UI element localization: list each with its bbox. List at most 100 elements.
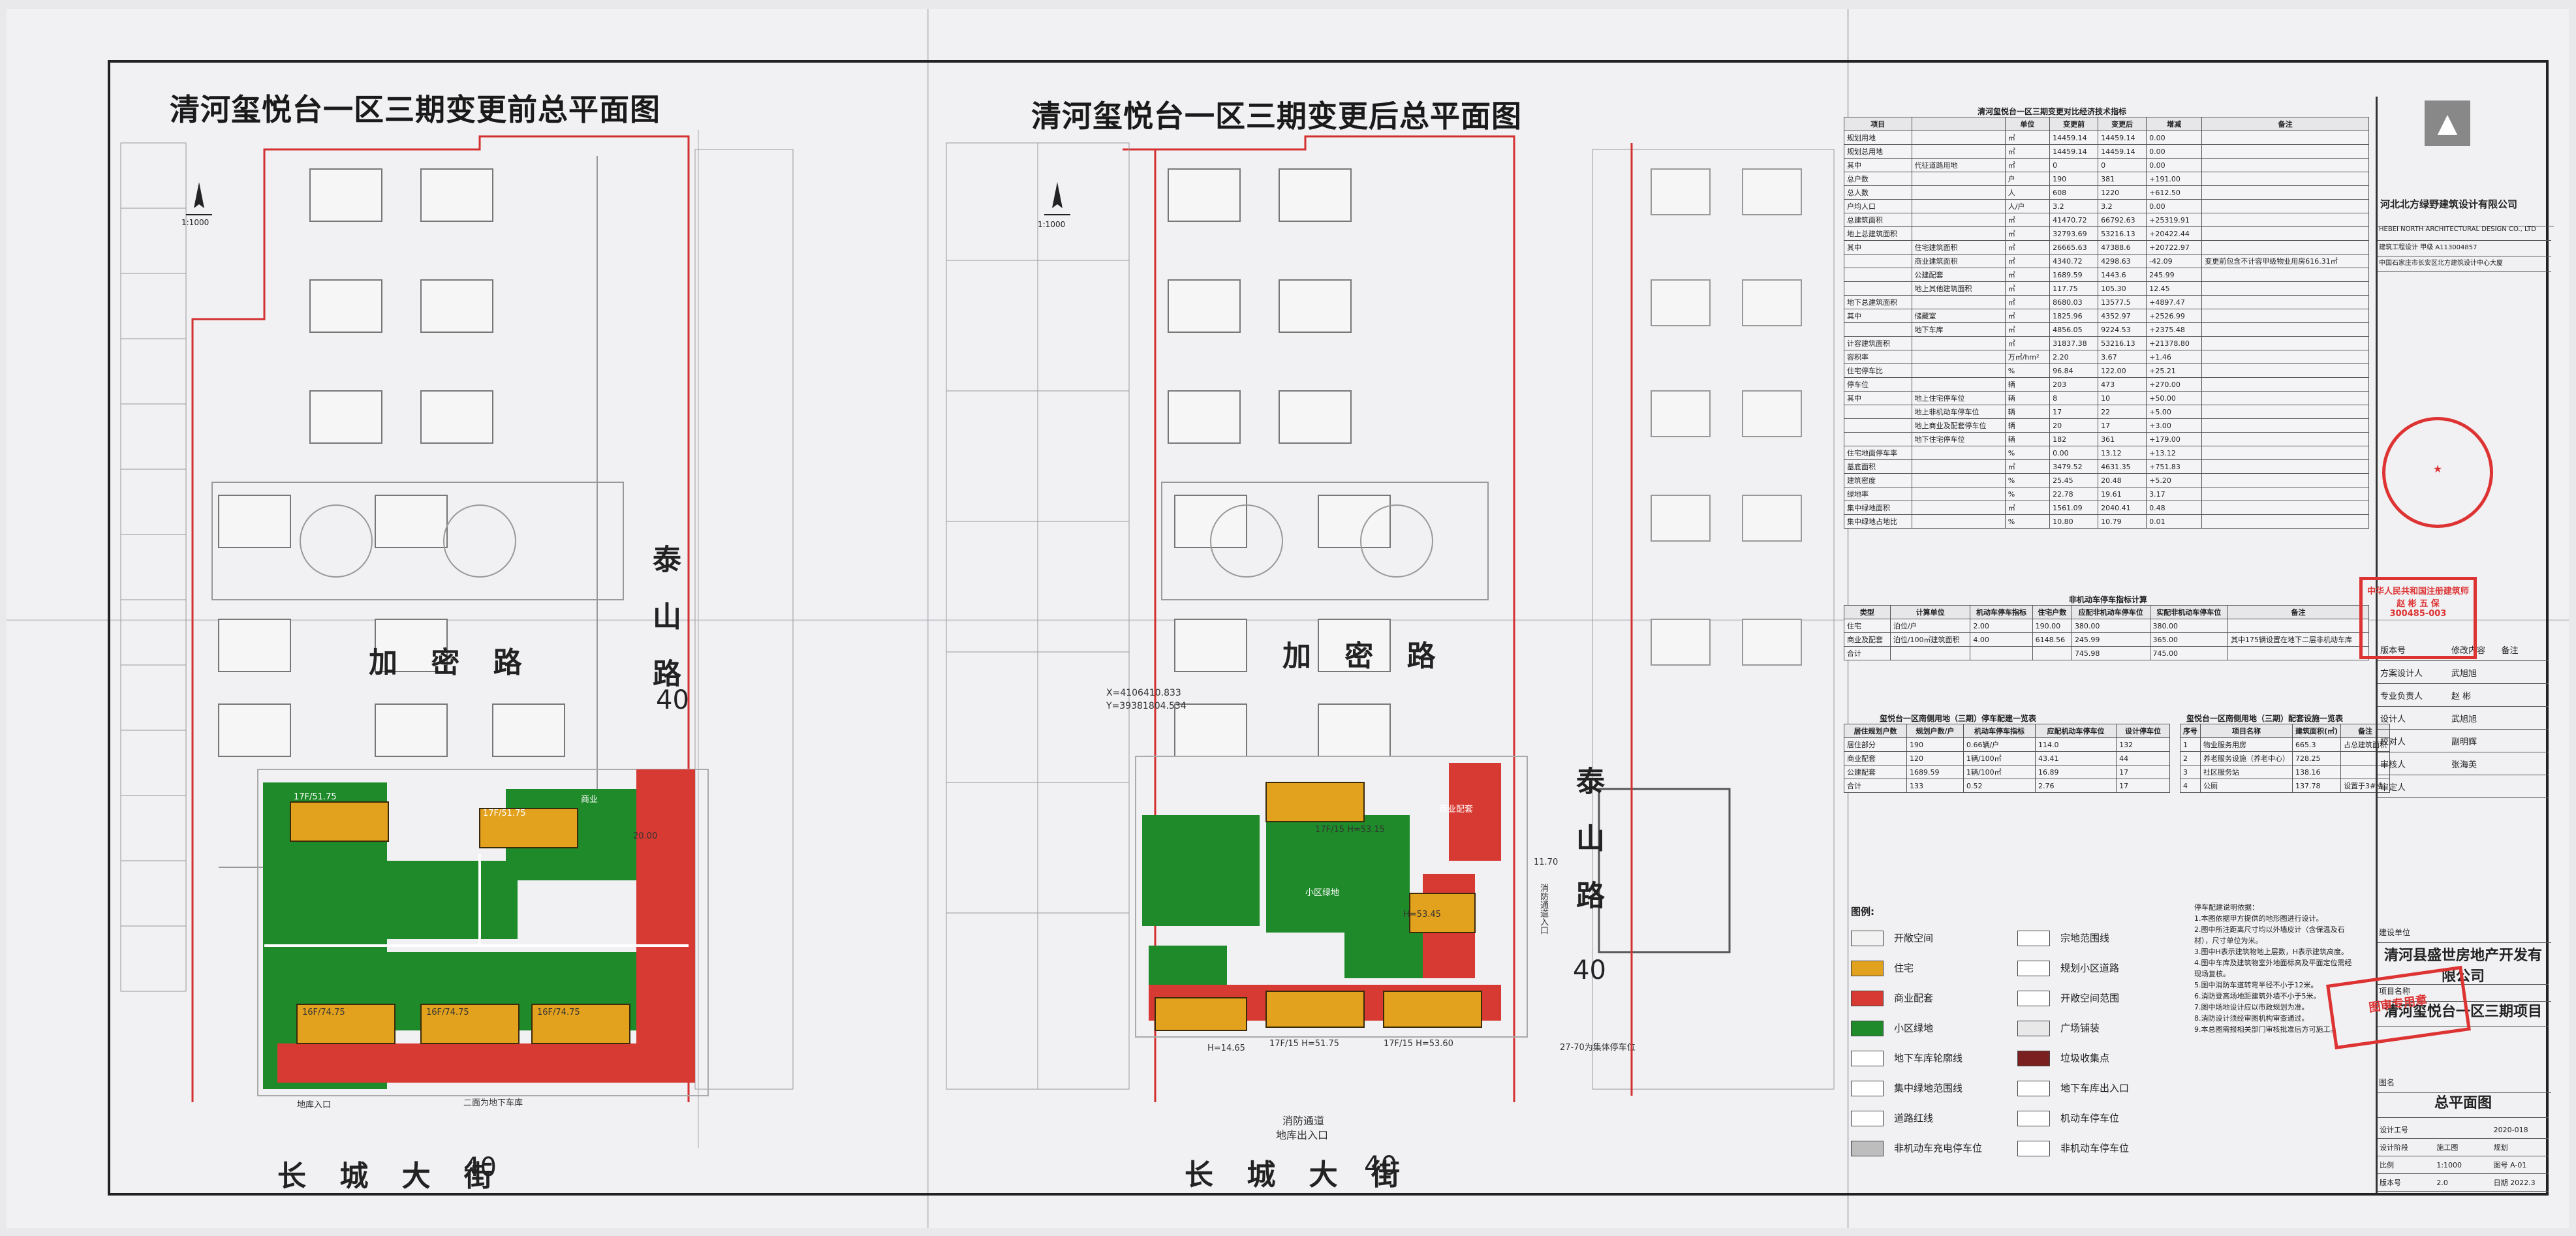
legend-label: 商业配套	[1894, 992, 1934, 1004]
table-header: 住宅户数	[2032, 605, 2072, 619]
legend-swatch	[1851, 1021, 1884, 1036]
table-cell: 停车位	[1844, 377, 1912, 392]
table-cell: 基底面积	[1844, 459, 1912, 474]
table-cell: 辆	[2004, 377, 2051, 392]
road-width: 40	[1364, 1151, 1397, 1181]
parking-table-title: 非机动车停车指标计算	[2069, 595, 2148, 604]
table-cell: 3.17	[2146, 487, 2203, 501]
table-cell: 381	[2098, 172, 2147, 186]
table-cell: 14459.14	[2098, 144, 2147, 159]
legend-label: 非机动车充电停车位	[1894, 1142, 1983, 1154]
table-cell: +25.21	[2146, 363, 2203, 378]
signature-cell: 专业负责人	[2380, 691, 2423, 702]
note-line: 7.图中场地设计应以市政规划为准。	[2194, 1003, 2309, 1012]
annotation-side: 27-70为集体停车位	[1560, 1043, 1636, 1053]
company-cert: 建筑工程设计 甲级 A113004857	[2378, 240, 2551, 256]
table-cell: 商业配套	[1844, 751, 1907, 765]
table-cell: 13.12	[2098, 446, 2147, 460]
legend-swatch	[2017, 1141, 2050, 1156]
table-cell	[2201, 172, 2369, 186]
table-cell: 4352.97	[2098, 309, 2147, 323]
table-cell: 13577.5	[2098, 295, 2147, 309]
table-cell: 辆	[2004, 418, 2051, 433]
table-cell: 变更前包含不计容甲级物业用房616.31㎡	[2201, 254, 2369, 268]
table-cell	[1911, 185, 2006, 200]
table-cell: -42.09	[2146, 254, 2203, 268]
table-cell	[2201, 446, 2369, 460]
table-cell: 其中	[1844, 240, 1912, 255]
legend-swatch	[1851, 1051, 1884, 1066]
table-cell: 集中绿地面积	[1844, 501, 1912, 515]
legend-item: 机动车停车位	[2017, 1111, 2119, 1126]
legend-label: 道路红线	[1894, 1112, 1934, 1124]
table-cell	[1911, 199, 2006, 213]
company-name: 河北北方绿野建筑设计有限公司	[2378, 194, 2554, 226]
table-cell: 53216.13	[2098, 336, 2147, 350]
stamp-text: 中华人民共和国注册建筑师	[2367, 587, 2469, 596]
table-cell	[2201, 213, 2369, 227]
legend-label: 小区绿地	[1894, 1022, 1934, 1034]
table-cell: 17	[2049, 405, 2099, 419]
table-cell: +5.20	[2146, 473, 2203, 487]
signature-cell: 方案设计人	[2380, 668, 2423, 679]
table-cell: +2526.99	[2146, 309, 2203, 323]
table-cell: 0.48	[2146, 501, 2203, 515]
north-arrow-icon	[186, 182, 212, 215]
table-cell: 665.3	[2291, 737, 2342, 752]
table-cell: 住宅	[1844, 619, 1891, 633]
table-cell: 辆	[2004, 391, 2051, 405]
table-cell: 16.89	[2034, 765, 2117, 779]
client-label: 建设单位	[2378, 925, 2551, 943]
table-cell: 380.00	[2149, 619, 2229, 633]
legend-swatch	[2017, 1081, 2050, 1096]
table-cell: 其中175辆设置在地下二层非机动车库	[2227, 632, 2369, 647]
table-cell: 190.00	[2032, 619, 2072, 633]
table-cell	[1911, 363, 2006, 378]
table-cell: 地下车库	[1911, 322, 2006, 337]
legend-item: 规划小区道路	[2017, 961, 2119, 976]
annotation-dim: 20.00	[633, 831, 658, 841]
table-cell: 2.76	[2034, 779, 2117, 793]
building-label: 17F/15 H=51.75	[1269, 1039, 1339, 1049]
legend-swatch	[2017, 931, 2050, 946]
legend-item: 非机动车停车位	[2017, 1141, 2129, 1156]
table-cell: +270.00	[2146, 377, 2203, 392]
table-cell	[1911, 514, 2006, 529]
table-header: 建筑面积(㎡)	[2291, 724, 2342, 738]
annotation-basement-exit: 地库出入口	[1276, 1129, 1329, 1141]
table-cell: 其中	[1844, 309, 1912, 323]
table-cell: 合计	[1844, 646, 1891, 660]
table-cell: 代征道路用地	[1911, 158, 2006, 172]
table-cell: ㎡	[2004, 501, 2051, 515]
table-cell: 4340.72	[2049, 254, 2099, 268]
table-cell: 公厕	[2200, 779, 2293, 793]
residential-buildings	[1155, 782, 1482, 1031]
table-cell: 728.25	[2291, 751, 2342, 765]
table-cell	[1911, 226, 2006, 241]
table-cell: 8	[2049, 391, 2099, 405]
signature-cell: 审核人	[2380, 760, 2406, 770]
meta-cell: 设计工号	[2380, 1126, 2408, 1134]
legend-swatch	[2017, 1021, 2050, 1036]
signature-cell: 审定人	[2380, 782, 2406, 793]
table-cell: 122.00	[2098, 363, 2147, 378]
paper-fold	[7, 619, 2569, 621]
signature-row: 设计人武旭旭	[2378, 707, 2549, 730]
existing-buildings	[1168, 168, 1391, 757]
drawing-frame	[108, 60, 2549, 1196]
commercial-block	[1449, 763, 1501, 861]
title-block: 河北北方绿野建筑设计有限公司 HEBEI NORTH ARCHITECTURAL…	[2376, 97, 2554, 1193]
table-cell: 47388.6	[2098, 240, 2147, 255]
table-cell: 其中	[1844, 158, 1912, 172]
table-cell: 0.52	[1963, 779, 2036, 793]
table-cell: 0.01	[2146, 514, 2203, 529]
table-cell: 2040.41	[2098, 501, 2147, 515]
table-cell: 22	[2098, 405, 2147, 419]
legend-item: 地下车库轮廓线	[1851, 1051, 1963, 1066]
